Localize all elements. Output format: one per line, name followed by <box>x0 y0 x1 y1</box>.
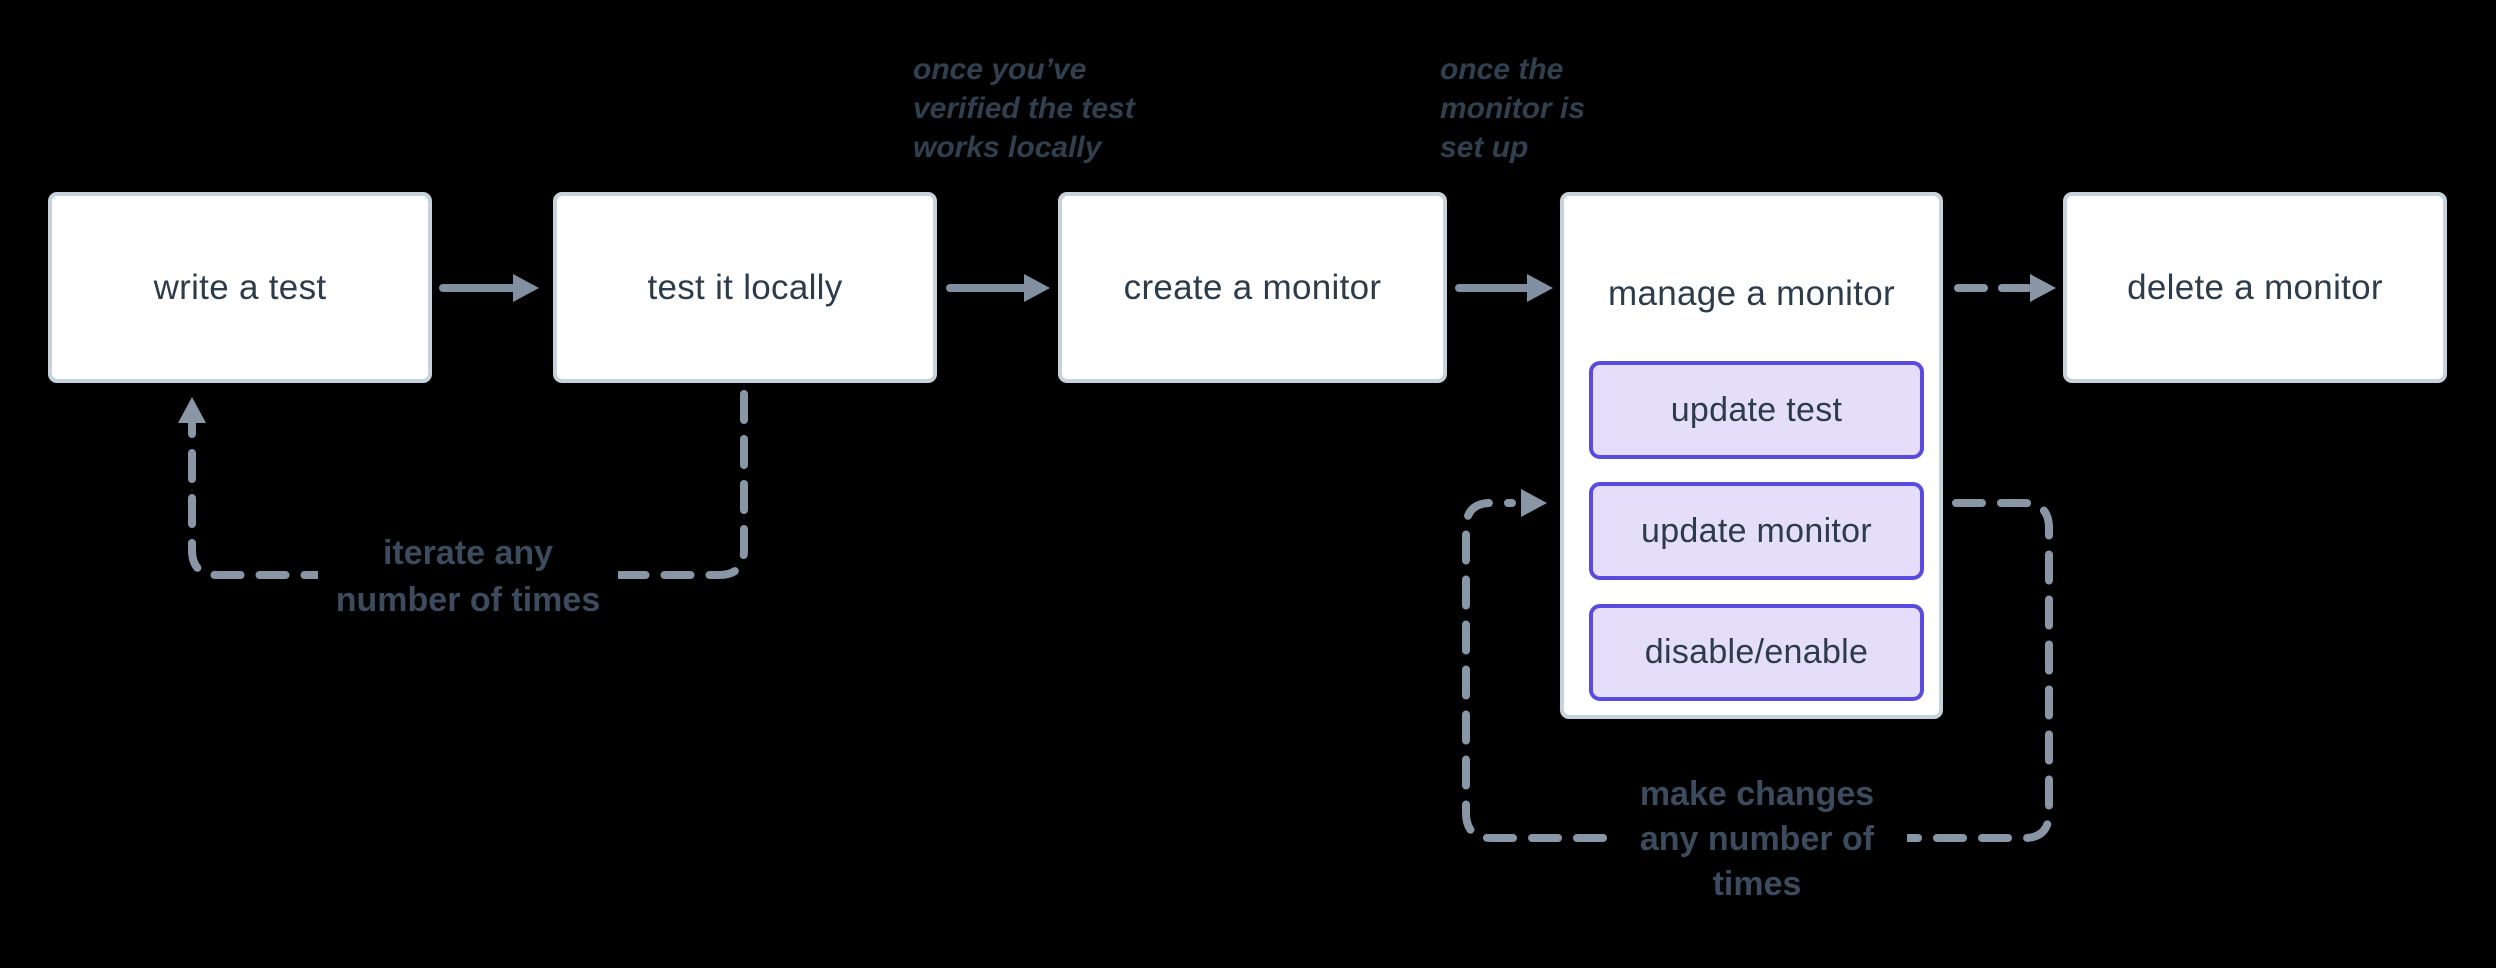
node-label: update monitor <box>1640 511 1872 550</box>
arrowhead-icon <box>1527 274 1553 302</box>
arrowhead-icon <box>513 274 539 302</box>
arrowhead-icon <box>178 397 206 423</box>
arrowhead-icon <box>2030 274 2056 302</box>
arrow-write-to-test <box>439 274 539 302</box>
arrowhead-icon <box>1521 489 1547 517</box>
node-test-it-locally: test it locally <box>553 192 937 383</box>
subnode-update-test: update test <box>1589 361 1924 459</box>
node-manage-a-monitor: manage a monitor update test update moni… <box>1560 192 1943 719</box>
subnode-update-monitor: update monitor <box>1589 482 1924 580</box>
node-label: update test <box>1670 390 1843 429</box>
loop-label-iterate: iterate any number of times <box>318 530 618 624</box>
loop-label-make-changes: make changes any number of times <box>1607 772 1907 907</box>
node-write-a-test: write a test <box>48 192 432 383</box>
node-label: manage a monitor <box>1608 274 1895 313</box>
node-label: write a test <box>153 267 327 307</box>
annotation-once-set-up: once the monitor is set up <box>1440 53 1586 164</box>
arrow-test-to-create <box>946 274 1050 302</box>
subnode-disable-enable: disable/enable <box>1589 604 1924 701</box>
arrow-create-to-manage <box>1455 274 1553 302</box>
node-label: delete a monitor <box>2127 267 2383 307</box>
node-delete-a-monitor: delete a monitor <box>2063 192 2447 383</box>
manage-monitor-title: manage a monitor <box>1564 266 1939 322</box>
arrow-manage-to-delete <box>1954 274 2056 302</box>
node-label: create a monitor <box>1123 267 1382 307</box>
node-label: test it locally <box>647 267 843 307</box>
annotation-once-verified: once you’ve verified the test works loca… <box>913 53 1135 164</box>
node-create-a-monitor: create a monitor <box>1058 192 1447 383</box>
arrowhead-icon <box>1024 274 1050 302</box>
node-label: disable/enable <box>1644 633 1869 671</box>
